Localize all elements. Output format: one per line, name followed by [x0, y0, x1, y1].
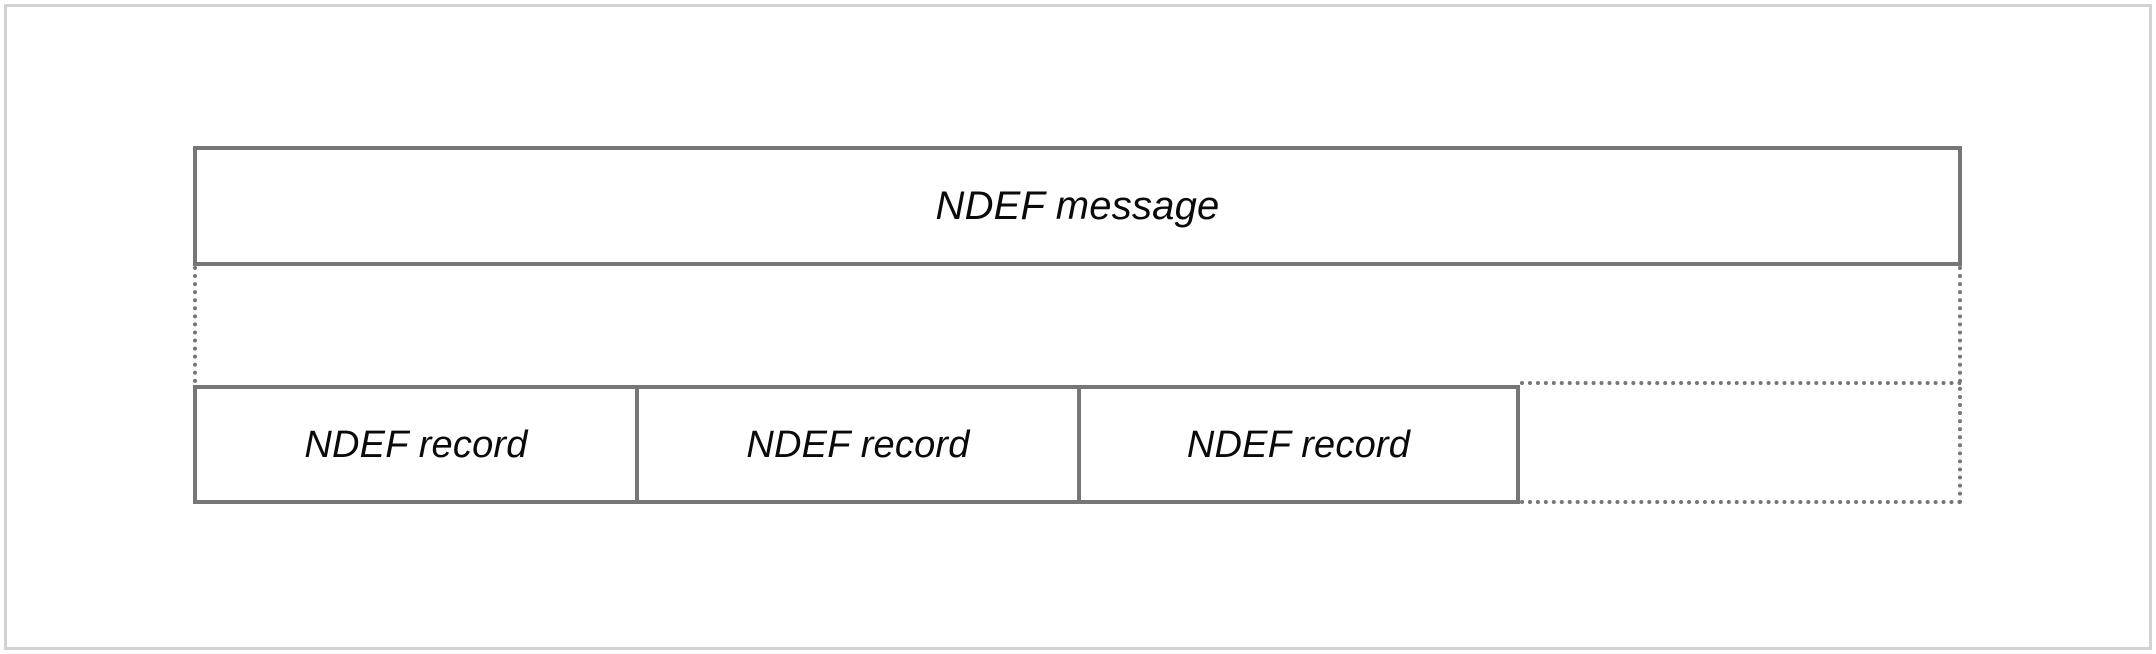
page-frame: [4, 4, 2152, 650]
ndef-record-box-3: NDEF record: [1081, 389, 1516, 500]
ndef-record-label: NDEF record: [304, 423, 528, 466]
ndef-message-box: NDEF message: [193, 146, 1962, 266]
ndef-record-box-2: NDEF record: [639, 389, 1081, 500]
ndef-record-label: NDEF record: [1186, 423, 1411, 466]
ndef-record-label: NDEF record: [746, 423, 970, 466]
ndef-record-row: NDEF record NDEF record NDEF record: [193, 385, 1520, 504]
ndef-message-label: NDEF message: [935, 184, 1220, 228]
ndef-record-box-1: NDEF record: [197, 389, 639, 500]
